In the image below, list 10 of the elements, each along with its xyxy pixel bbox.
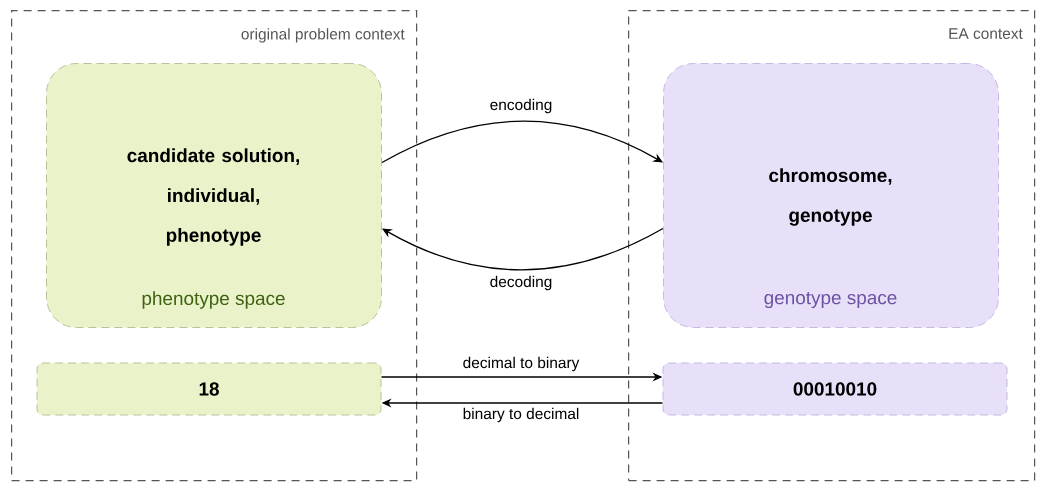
arrow [381,120,663,164]
rounded-box: candidate solution, individual, phenotype phenotype space [46,63,382,328]
edge-label: decimal to binary [461,355,581,373]
rounded-box: chromosome, genotype genotype space [663,63,999,328]
arrow [382,227,664,271]
edge-label: binary to decimal [461,406,581,424]
edge-label: decoding [488,274,554,292]
value-box: 18 [36,362,382,416]
edge-label: encoding [488,97,554,115]
value-box: 00010010 [662,362,1008,416]
